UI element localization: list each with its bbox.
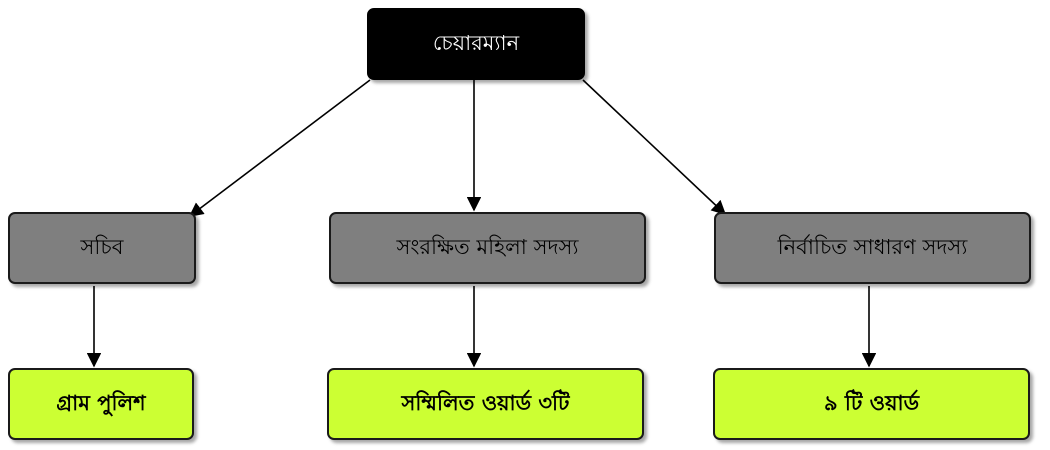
node-combined-wards: সম্মিলিত ওয়ার্ড ৩টি [327, 368, 644, 440]
node-secretary-label: সচিব [80, 234, 124, 259]
node-elected-general-member: নির্বাচিত সাধারণ সদস্য [714, 212, 1031, 284]
node-nine-wards: ৯ টি ওয়ার্ড [713, 368, 1030, 440]
node-elected-general-member-label: নির্বাচিত সাধারণ সদস্য [777, 234, 968, 259]
node-combined-wards-label: সম্মিলিত ওয়ার্ড ৩টি [401, 390, 570, 415]
arrow-root-to-sochib [188, 79, 371, 217]
node-reserved-women-member: সংরক্ষিত মহিলা সদস্য [329, 212, 646, 284]
node-reserved-women-member-label: সংরক্ষিত মহিলা সদস্য [396, 234, 579, 259]
node-secretary: সচিব [8, 212, 196, 284]
node-nine-wards-label: ৯ টি ওয়ার্ড [823, 390, 920, 415]
node-chairman: চেয়ারম্যান [367, 8, 585, 80]
node-chairman-label: চেয়ারম্যান [432, 30, 520, 55]
node-village-police: গ্রাম পুলিশ [8, 368, 194, 440]
node-village-police-label: গ্রাম পুলিশ [56, 390, 146, 415]
arrow-root-to-elected [582, 79, 727, 215]
